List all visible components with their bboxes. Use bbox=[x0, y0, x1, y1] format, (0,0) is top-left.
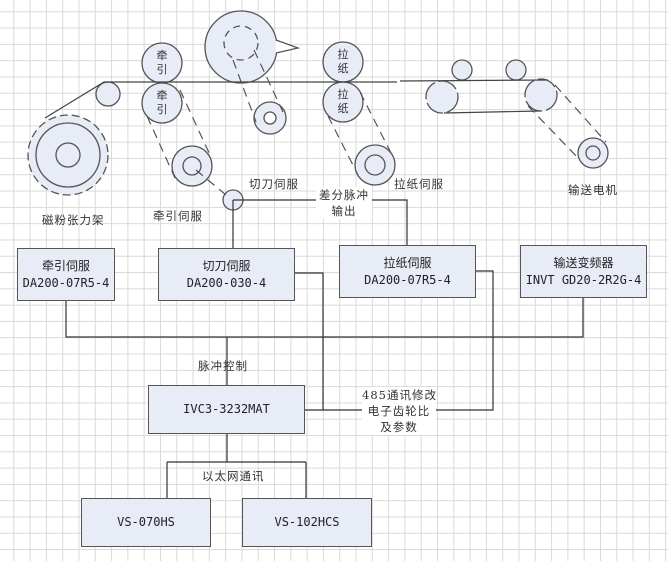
ethernet-label: 以太网通讯 bbox=[202, 469, 265, 483]
cutter-drum-inner bbox=[223, 25, 259, 61]
cutter-servo-driver-box: 切刀伺服 DA200-030-4 bbox=[158, 248, 295, 301]
tension-frame-label: 磁粉张力架 bbox=[42, 213, 105, 227]
char: 牵 bbox=[156, 89, 168, 102]
box-model: VS-102HCS bbox=[274, 515, 340, 529]
pulse-control-label: 脉冲控制 bbox=[198, 359, 248, 373]
plc-box: IVC3-3232MAT bbox=[148, 385, 305, 434]
pull-servo-label: 牵引伺服 bbox=[153, 209, 203, 223]
ethernet-wire bbox=[166, 433, 307, 498]
paper-belt bbox=[327, 91, 393, 176]
pull-roller-bottom-label: 牵 引 bbox=[154, 89, 170, 117]
hmi-2-box: VS-102HCS bbox=[242, 498, 372, 547]
conveyor-belt bbox=[443, 110, 541, 114]
pulse-bus bbox=[65, 298, 584, 338]
char: 引 bbox=[156, 103, 168, 116]
box-title: 切刀伺服 bbox=[202, 258, 251, 273]
pull-belt bbox=[146, 89, 211, 179]
box-model: DA200-07R5-4 bbox=[364, 272, 451, 287]
conveyor-motor-hub bbox=[585, 145, 601, 161]
pull-roller-top-label: 牵 引 bbox=[154, 49, 170, 77]
cutter-drum bbox=[204, 10, 278, 84]
conveyor-motor bbox=[577, 137, 609, 169]
paper-servo-driver-box: 拉纸伺服 DA200-07R5-4 bbox=[339, 245, 476, 298]
char: 牵 bbox=[156, 49, 168, 62]
rs485-wire-cutter bbox=[295, 272, 324, 410]
conveyor-roller-left bbox=[425, 80, 459, 114]
idler-belt-link bbox=[195, 169, 227, 196]
rs485-label: 485通讯修改 电子齿轮比 及参数 bbox=[362, 387, 436, 435]
tension-reel-hub bbox=[55, 142, 81, 168]
pull-servo-motor-hub bbox=[182, 156, 202, 176]
paper-servo-motor-hub bbox=[364, 154, 386, 176]
hmi-1-box: VS-070HS bbox=[81, 498, 211, 547]
box-title: 牵引伺服 bbox=[41, 258, 90, 273]
label-line: 输出 bbox=[331, 204, 357, 218]
box-model: INVT GD20-2R2G-4 bbox=[525, 272, 642, 287]
label-line: 差分脉冲 bbox=[319, 188, 369, 202]
conveyor-pressure-roller-1 bbox=[451, 59, 473, 81]
box-title: 输送变频器 bbox=[553, 255, 614, 270]
char: 纸 bbox=[337, 102, 349, 115]
paper-web bbox=[44, 79, 549, 119]
conveyor-motor-label: 输送电机 bbox=[568, 183, 618, 197]
char: 拉 bbox=[337, 48, 349, 61]
paper-roller-bottom-label: 拉 纸 bbox=[335, 88, 351, 116]
pull-servo-driver-box: 牵引伺服 DA200-07R5-4 bbox=[17, 248, 115, 301]
conveyor-roller-right bbox=[524, 78, 558, 112]
cutter-belt bbox=[232, 49, 284, 123]
box-model: IVC3-3232MAT bbox=[183, 402, 270, 416]
char: 纸 bbox=[337, 62, 349, 75]
tension-reel-outer bbox=[27, 114, 109, 196]
pull-servo-motor bbox=[171, 145, 213, 187]
conveyor-inverter-box: 输送变频器 INVT GD20-2R2G-4 bbox=[520, 245, 647, 298]
diff-pulse-wire-top bbox=[233, 199, 408, 245]
conveyor-motor-belt bbox=[527, 84, 607, 161]
diff-pulse-label: 差分脉冲 输出 bbox=[316, 187, 372, 219]
label-line: 电子齿轮比 bbox=[367, 404, 431, 418]
label-line: 及参数 bbox=[380, 420, 418, 434]
paper-roller-top-label: 拉 纸 bbox=[335, 48, 351, 76]
cutter-servo-label: 切刀伺服 bbox=[249, 177, 299, 191]
cutter-servo-motor-hub bbox=[263, 111, 277, 125]
rs485-wire-plc bbox=[304, 270, 494, 411]
box-model: VS-070HS bbox=[117, 515, 175, 529]
guide-roller bbox=[95, 81, 121, 107]
box-title: 拉纸伺服 bbox=[383, 255, 432, 270]
conveyor-pressure-roller-2 bbox=[505, 59, 527, 81]
tension-reel-middle bbox=[35, 122, 101, 188]
char: 引 bbox=[156, 63, 168, 76]
cutter-blade bbox=[275, 39, 301, 54]
box-model: DA200-030-4 bbox=[186, 275, 267, 290]
paper-servo-label: 拉纸伺服 bbox=[394, 177, 444, 191]
label-line: 485通讯修改 bbox=[362, 388, 437, 402]
char: 拉 bbox=[337, 88, 349, 101]
box-model: DA200-07R5-4 bbox=[22, 275, 110, 290]
paper-servo-motor bbox=[354, 144, 396, 186]
pull-roller-bottom bbox=[141, 82, 183, 124]
